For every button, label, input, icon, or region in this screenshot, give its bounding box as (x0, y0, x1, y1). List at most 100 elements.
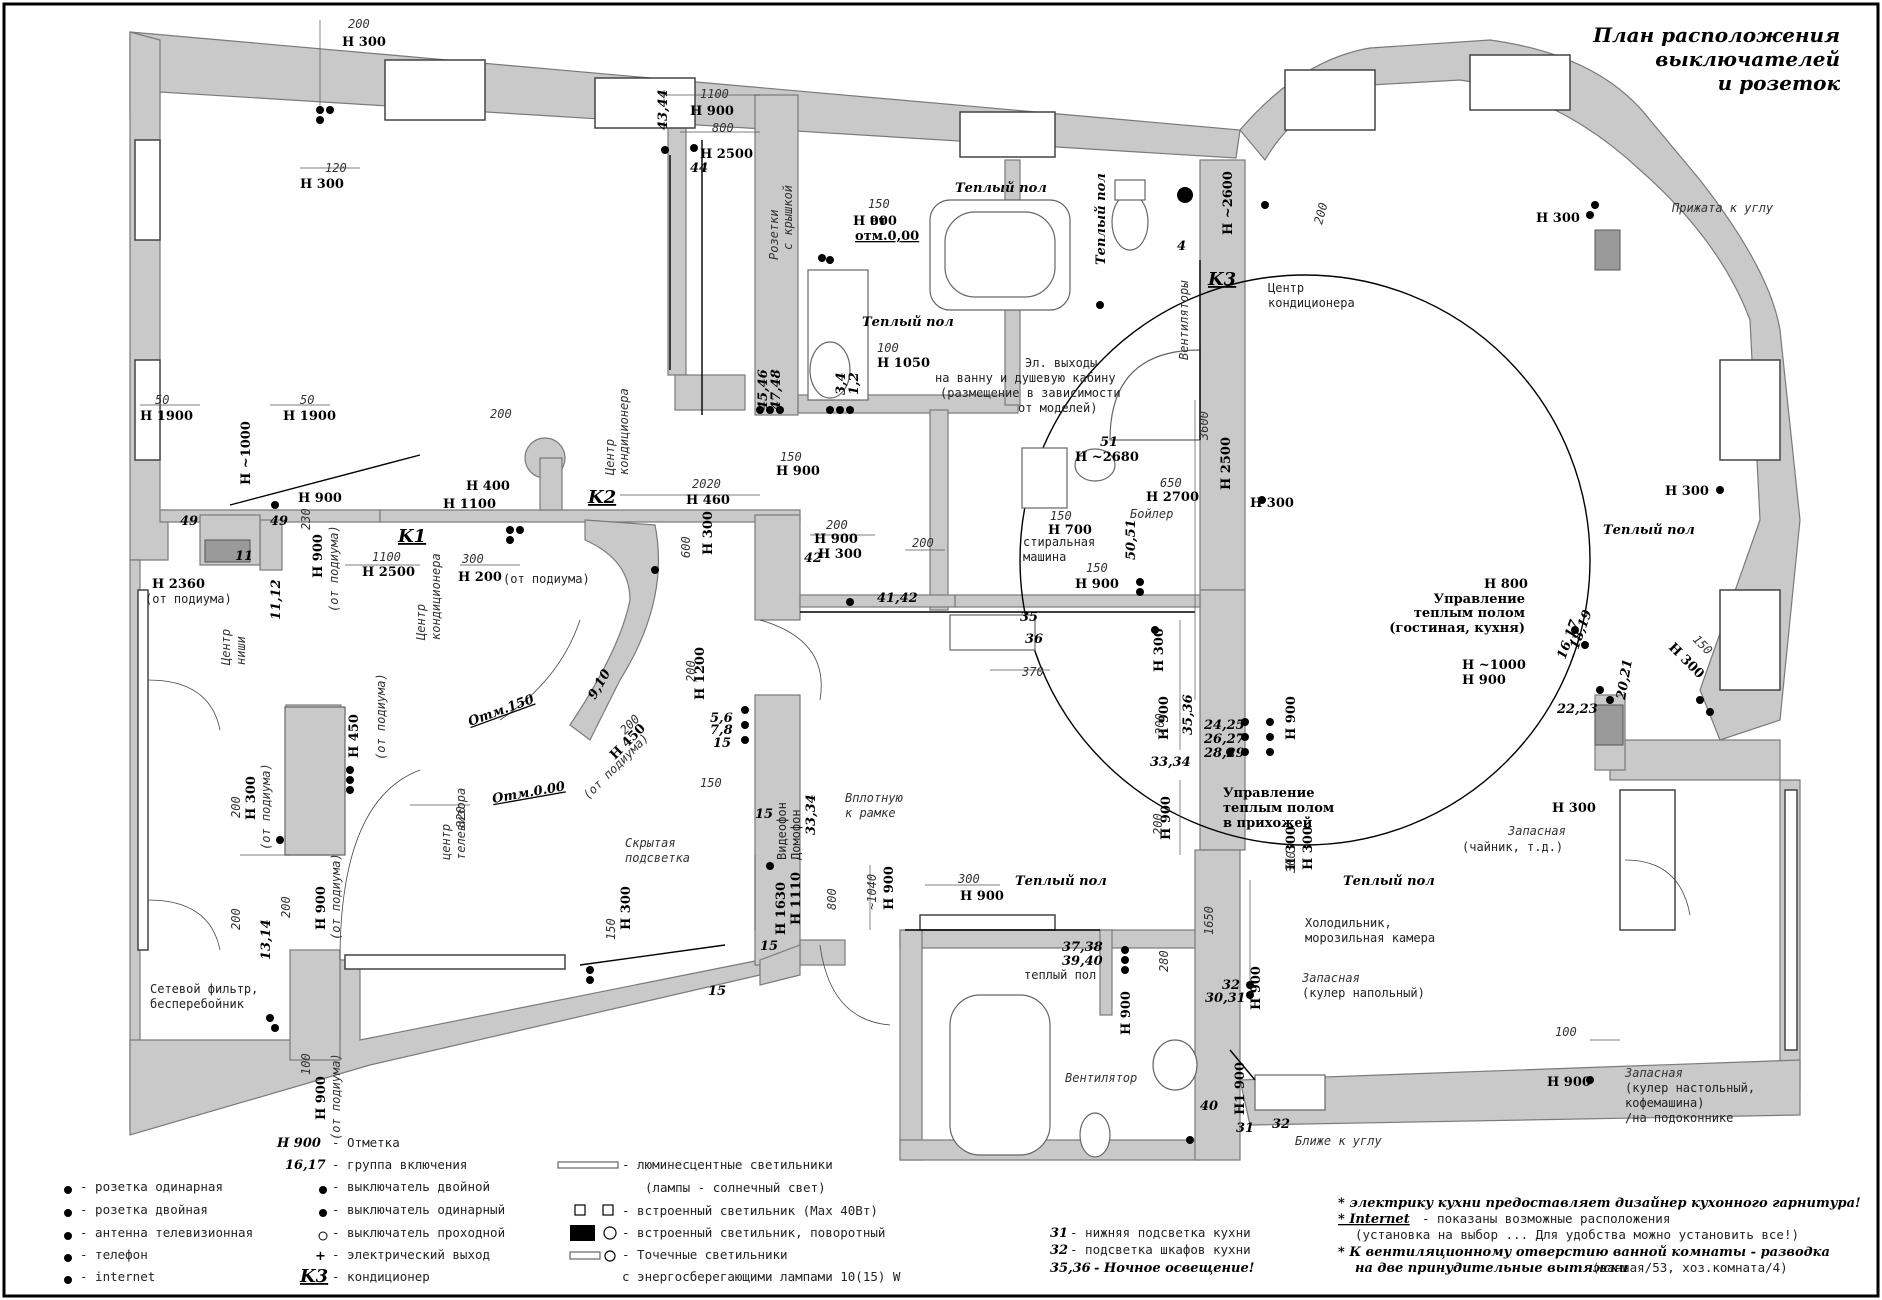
legend-item: - выключатель двойной (332, 1179, 490, 1194)
note-intercom: Домофон (789, 809, 803, 860)
circuit-label: 45,46 (756, 369, 771, 410)
height-labels: H 300 H 300 H 900 H 2500 H 1900 H 1900 H… (140, 35, 1709, 1120)
legend-item: - подсветка шкафов кухни (1070, 1242, 1251, 1257)
legend-item: - группа включения (332, 1157, 467, 1172)
builtin-lamp-icon (574, 1204, 586, 1216)
h-label: H 300 (818, 547, 862, 562)
h-label: H 400 (466, 479, 510, 494)
note-ot: от (870, 214, 887, 229)
socket-single-icon (64, 1186, 72, 1194)
h-label: H 450 (347, 714, 362, 758)
note-ac-center3-1: Центр (414, 604, 428, 641)
dim-number: 280 (1157, 950, 1171, 972)
h-label: H 1050 (877, 356, 930, 371)
round-room-outline (1019, 274, 1591, 846)
legend-key: H 900 (276, 1136, 321, 1151)
antenna-icon (64, 1232, 72, 1240)
h-label: H 900 (690, 104, 734, 119)
legend-key: 35,36 (1050, 1261, 1091, 1276)
note-floor-ctrl-living-2: теплым полом (1414, 606, 1525, 621)
h-label: H 300 (1665, 484, 1709, 499)
dim-number: 1100 (700, 87, 729, 101)
h-label: H 900 (1119, 991, 1134, 1035)
note-spare-cooler-1: Запасная (1301, 971, 1360, 985)
dim-number: 150 (1086, 561, 1108, 575)
dim-number: 820 (454, 806, 468, 828)
h-label: H 900 (1462, 673, 1506, 688)
circuit-label: 32 (1222, 978, 1240, 993)
rotary-lamp-icon (570, 1225, 595, 1241)
h-label: H 1110 (789, 872, 804, 925)
circuit-label: 5,6 (710, 711, 733, 726)
note-ac-center3-2: кондиционера (429, 553, 443, 640)
dim-number: 120 (325, 161, 347, 175)
note-boiler: Бойлер (1130, 507, 1173, 521)
note-otm000: Отм.0.00 (491, 779, 566, 807)
note-el-outputs-1: Эл. выходы (1025, 356, 1097, 370)
h-label: H 300 (1301, 826, 1316, 870)
note-spare-cooler-2: (кулер напольный) (1302, 986, 1425, 1000)
note-close-frame-2: к рамке (845, 806, 896, 820)
note-el-outputs-2: на ванну и душевую кабину (935, 371, 1116, 385)
legend-key: 16,17 (285, 1158, 326, 1173)
note-from-podium: (от подиума) (329, 853, 343, 940)
note-ventilators: Вентиляторы (1177, 280, 1191, 360)
h-label: H 900 (1159, 796, 1174, 840)
note-from-podium: (от подиума) (145, 592, 232, 606)
ac-key-k3: K3 (1207, 269, 1236, 290)
circuit-label: 30,31 (1205, 991, 1246, 1006)
windows (134, 54, 1798, 1051)
h-label: H ~1000 (239, 421, 254, 485)
h-label: H 300 (1552, 801, 1596, 816)
legend-item: - телефон (80, 1247, 148, 1262)
legend-item: - встроенный светильник, поворотный (622, 1225, 885, 1240)
circuit-label: 49 (270, 514, 288, 529)
wiring (229, 140, 1256, 1081)
outlet-dots (266, 106, 1724, 1144)
legend-key: 31 (1050, 1226, 1068, 1241)
dim-number: 200 (229, 796, 243, 818)
h-label: H 800 (1484, 577, 1528, 592)
dimension-lines (140, 20, 1620, 1041)
dim-number: 800 (712, 121, 734, 135)
circuit-label: 28,29 (1203, 746, 1245, 761)
note-spare-machine-3: кофемашина) (1625, 1096, 1704, 1110)
legend-key: + (315, 1249, 326, 1264)
circuit-label: 35,36 (1181, 694, 1196, 735)
circuit-label: 42 (804, 551, 822, 566)
circuit-label: 15 (755, 807, 773, 822)
circuit-label: 41,42 (877, 591, 918, 606)
title-line-2: выключателей (1655, 47, 1840, 71)
note-floor-ctrl-living-1: Управление (1434, 592, 1525, 607)
legend-mid: H 900 - Отметка 16,17 - группа включения… (276, 1135, 505, 1287)
plan-title: План расположения выключателей и розеток (1592, 23, 1840, 95)
legend-item: - выключатель проходной (332, 1225, 505, 1240)
circuit-label: 33,34 (1150, 755, 1191, 770)
dim-number: 370 (1021, 665, 1044, 679)
h-label: H 900 (1249, 966, 1264, 1010)
circuit-label: 26,27 (1203, 732, 1245, 747)
circuit-label: 1,2 (847, 372, 862, 395)
h-label: H 2700 (1146, 490, 1199, 505)
note-floor-ctrl-hall-3: в прихожей (1223, 816, 1313, 831)
dim-number: 200 (490, 407, 512, 421)
h-label: H ~1000 (1462, 658, 1526, 673)
note-from-podium: (от подиума) (329, 1053, 343, 1140)
legend-item: - Отметка (332, 1135, 400, 1150)
note-internet-text: - показаны возможные расположения (1422, 1211, 1670, 1226)
circuit-label: 15 (713, 736, 731, 751)
dim-number: 2020 (692, 477, 721, 491)
warm-floor-small: Теплый пол (862, 315, 954, 330)
legend: - розетка одинарная - розетка двойная - … (64, 1135, 1861, 1287)
legend-item: - выключатель одинарный (332, 1202, 505, 1217)
h-label: H 1200 (693, 647, 708, 700)
dim-number: 200 (912, 536, 934, 550)
note-wash-machine-1: стиральная (1023, 535, 1095, 549)
note-floor-ctrl-hall-2: теплым полом (1223, 801, 1334, 816)
note-net-filter-1: Сетевой фильтр, (150, 982, 258, 996)
warm-floor-bath: Теплый пол (955, 181, 1047, 196)
note-fridge-1: Холодильник, (1305, 916, 1392, 930)
legend-item: с энергосберегающими лампами 10(15) W (622, 1269, 901, 1284)
circuit-label: 40 (1200, 1099, 1218, 1114)
